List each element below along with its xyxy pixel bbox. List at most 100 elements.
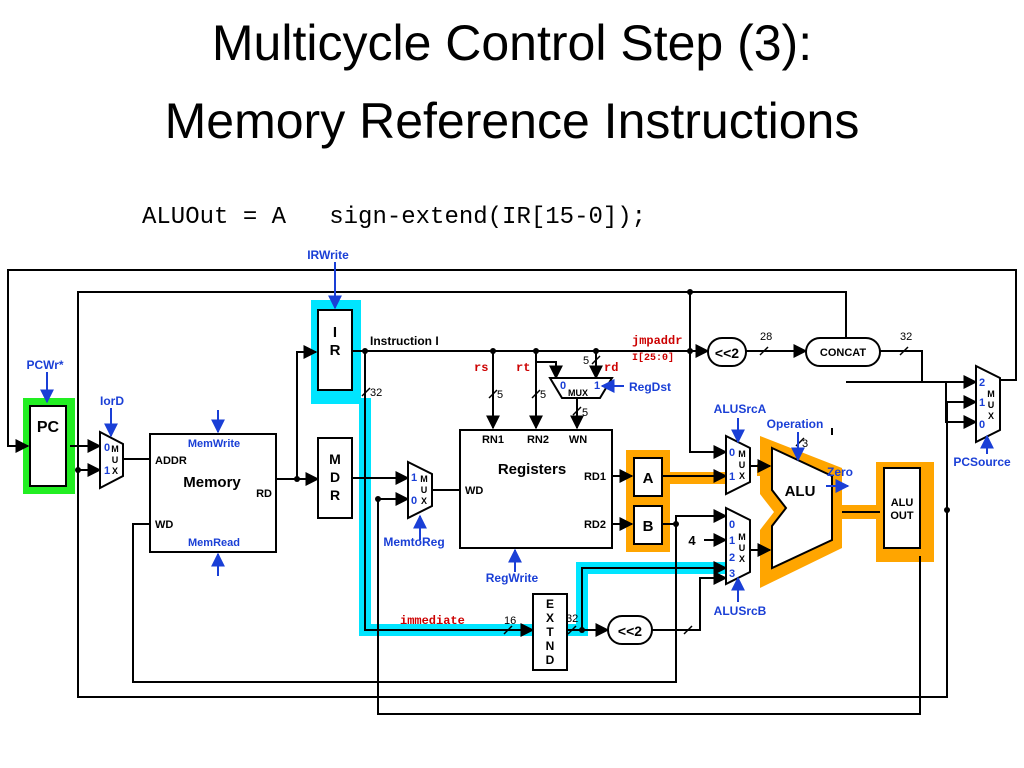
iord-mux-in0: 0 — [104, 442, 110, 454]
memory-rd-port: RD — [256, 488, 272, 500]
alusrca-mux-x: X — [739, 471, 745, 481]
constant-four: 4 — [688, 533, 696, 548]
register-file — [459, 429, 613, 549]
regdst-mux — [548, 377, 614, 399]
aluout-label-out: OUT — [890, 510, 914, 522]
bus-slashes — [361, 346, 909, 635]
alusrcb-mux — [725, 506, 751, 586]
pc-register — [29, 405, 67, 487]
bus-width-extend: 32 — [566, 613, 578, 625]
regwrite-signal: RegWrite — [486, 571, 539, 585]
alusrcb-in0: 0 — [729, 519, 735, 531]
memtoreg-mux — [407, 460, 433, 520]
shift-left-bottom — [607, 615, 653, 645]
bus-width-rt: 5 — [540, 389, 546, 401]
jmpaddr-field: jmpaddr — [632, 334, 682, 348]
shift-left-bottom-label: <<2 — [618, 623, 642, 639]
reg-wd-port: WD — [465, 485, 483, 497]
alusrca-in0: 0 — [729, 447, 735, 459]
memtoreg-mux-x: X — [421, 496, 427, 506]
pcwr-signal: PCWr* — [26, 358, 63, 372]
alusrca-mux — [725, 434, 751, 496]
operation-signal: Operation — [767, 417, 824, 431]
slide-title-line1: Multicycle Control Step (3): — [211, 15, 813, 71]
memtoreg-mux-u: U — [421, 485, 428, 495]
alusrca-mux-m: M — [738, 449, 746, 459]
shift-left-top-label: <<2 — [715, 345, 739, 361]
alusrcb-mux-m: M — [738, 532, 746, 542]
control-arrows — [40, 262, 994, 602]
pcsource-mux-m: M — [987, 389, 995, 399]
pcsource-mux — [975, 364, 1001, 444]
mdr-label-r: R — [330, 487, 340, 503]
ir-register — [317, 309, 353, 391]
rd-field: rd — [604, 361, 618, 375]
alusrcb-signal: ALUSrcB — [714, 604, 767, 618]
bus-width-wn: 5 — [582, 407, 588, 419]
mdr-label-d: D — [330, 469, 340, 485]
sign-extend-unit — [532, 593, 568, 671]
alusrcb-in2: 2 — [729, 552, 735, 564]
alusrcb-mux-x: X — [739, 554, 745, 564]
iord-mux-x: X — [112, 466, 118, 476]
bus-width-operation: 3 — [802, 438, 808, 450]
register-file-label: Registers — [498, 461, 566, 478]
concat-label: CONCAT — [820, 347, 867, 359]
extnd-d: D — [546, 653, 555, 667]
regdst-in0: 0 — [560, 380, 566, 392]
memory-label: Memory — [183, 474, 241, 491]
iord-mux-m: M — [111, 444, 119, 454]
slide-title-line2: Memory Reference Instructions — [164, 93, 860, 149]
alusrca-signal: ALUSrcA — [714, 402, 767, 416]
bus-width-28: 28 — [760, 331, 772, 343]
rs-field: rs — [474, 361, 488, 375]
iord-mux-u: U — [112, 455, 119, 465]
extnd-t: T — [546, 625, 554, 639]
pcsource-in1: 1 — [979, 397, 985, 409]
aluout-label-alu: ALU — [891, 497, 914, 509]
iord-signal: IorD — [100, 394, 124, 408]
memwrite-signal: MemWrite — [188, 438, 240, 450]
rn2-port: RN2 — [527, 434, 549, 446]
bus-width-rd: 5 — [583, 355, 589, 367]
alusrcb-in1: 1 — [729, 535, 735, 547]
rtl-equation: ALUOut = A sign-extend(IR[15-0]); — [142, 204, 647, 231]
rt-field: rt — [516, 361, 530, 375]
bus-width-rs: 5 — [497, 389, 503, 401]
concat-unit — [805, 337, 881, 367]
a-register — [633, 457, 663, 497]
bus-width-ir: 32 — [370, 387, 382, 399]
pcsource-in2: 2 — [979, 377, 985, 389]
pcsource-signal: PCSource — [953, 455, 1011, 469]
ir-label-i: I — [333, 324, 337, 341]
rd1-port: RD1 — [584, 471, 606, 483]
memtoreg-mux-m: M — [420, 474, 428, 484]
b-register-label: B — [643, 518, 654, 535]
irwrite-signal: IRWrite — [307, 248, 349, 262]
pcsource-mux-u: U — [988, 400, 995, 410]
bus-width-immediate: 16 — [504, 615, 516, 627]
mdr-register — [317, 437, 353, 519]
a-register-label: A — [643, 470, 654, 487]
rn1-port: RN1 — [482, 434, 504, 446]
aluout-register — [883, 467, 921, 549]
memory-wd-port: WD — [155, 519, 173, 531]
pcsource-in0: 0 — [979, 419, 985, 431]
alu-label: ALU — [785, 483, 816, 500]
wn-port: WN — [569, 434, 587, 446]
i25-field: I[25:0] — [632, 352, 674, 364]
memread-signal: MemRead — [188, 537, 240, 549]
memory-block — [149, 433, 277, 553]
alusrcb-mux-u: U — [739, 543, 746, 553]
instruction-label: Instruction I — [370, 334, 439, 348]
alusrca-in1: 1 — [729, 471, 735, 483]
immediate-field: immediate — [400, 614, 465, 628]
alusrca-mux-u: U — [739, 460, 746, 470]
extnd-x: X — [546, 611, 554, 625]
bus-width-concat: 32 — [900, 331, 912, 343]
rd2-port: RD2 — [584, 519, 606, 531]
shift-left-top — [707, 337, 747, 367]
ir-label-r: R — [330, 342, 341, 359]
extnd-e: E — [546, 597, 554, 611]
pc-label: PC — [37, 419, 60, 436]
